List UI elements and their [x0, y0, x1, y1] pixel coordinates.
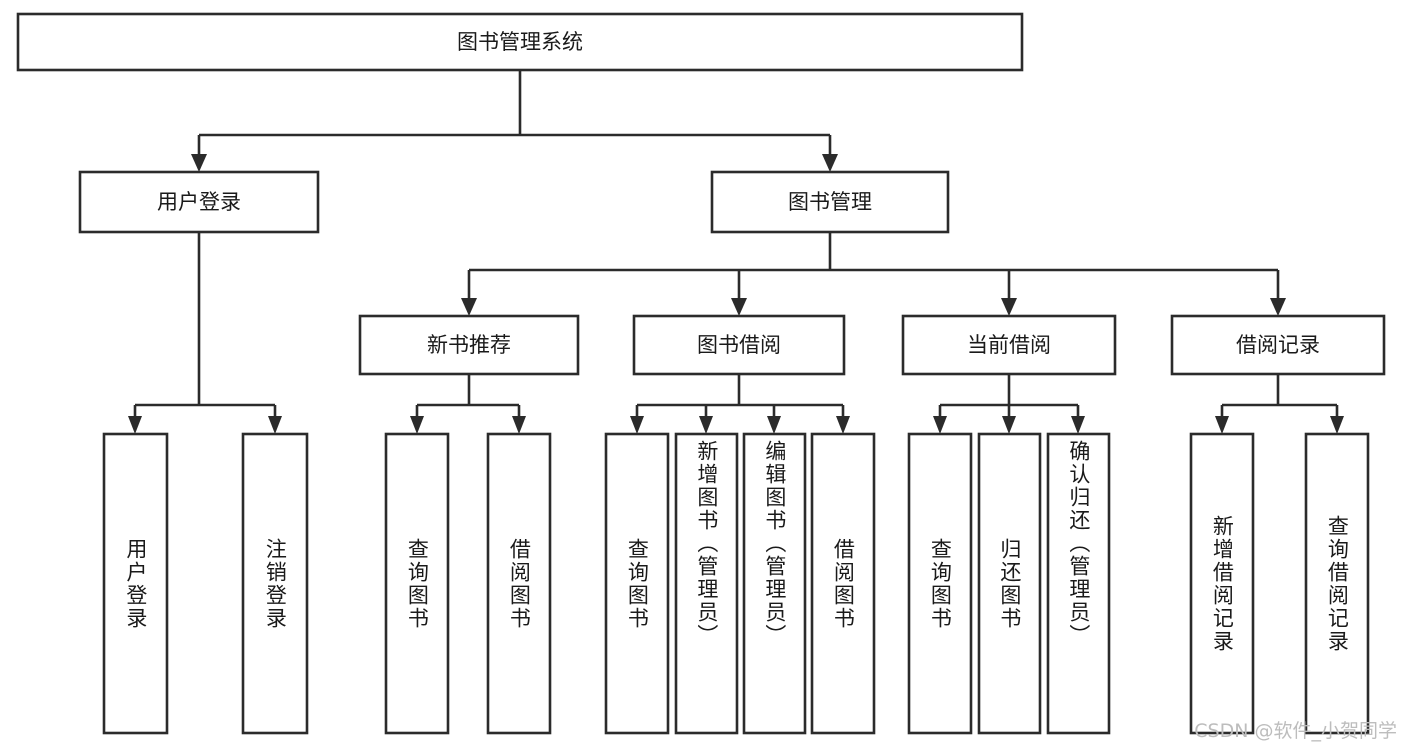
connector-group-book-manage — [461, 232, 1286, 316]
arrow-head-leaf-bb-3 — [767, 416, 781, 434]
connector-group-current-borrow — [933, 374, 1085, 434]
arrow-head-leaf-br-1 — [1215, 416, 1229, 434]
node-box-current-borrow[interactable] — [901, 314, 1117, 376]
node-box-leaf-user-login-2[interactable] — [241, 432, 309, 735]
arrow-head-leaf-cb-3 — [1071, 416, 1085, 434]
node-box-leaf-cb-1[interactable] — [907, 432, 973, 735]
arrow-head-leaf-user-login-1 — [128, 416, 142, 434]
node-label-root: 图书管理系统 — [457, 30, 583, 54]
node-box-leaf-bb-1[interactable] — [604, 432, 670, 735]
node-label-new-book-recommend: 新书推荐 — [427, 333, 511, 357]
arrow-head-current-borrow — [1001, 298, 1017, 316]
connector-group-new-book-recommend — [410, 374, 526, 434]
arrow-head-new-book-recommend — [461, 298, 477, 316]
node-box-leaf-bb-3[interactable] — [742, 432, 807, 735]
node-box-new-book-recommend[interactable] — [358, 314, 580, 376]
node-box-user-login[interactable] — [78, 170, 320, 234]
arrow-head-leaf-nbr-2 — [512, 416, 526, 434]
arrow-head-leaf-nbr-1 — [410, 416, 424, 434]
arrow-head-borrow-record — [1270, 298, 1286, 316]
node-label-borrow-record: 借阅记录 — [1236, 333, 1320, 357]
node-label-book-borrow: 图书借阅 — [697, 333, 781, 357]
node-box-root[interactable] — [16, 12, 1024, 72]
arrow-head-leaf-user-login-2 — [268, 416, 282, 434]
connector-group-root — [191, 70, 838, 172]
arrow-head-leaf-cb-1 — [933, 416, 947, 434]
node-box-leaf-bb-2[interactable] — [674, 432, 739, 735]
node-box-leaf-br-2[interactable] — [1304, 432, 1370, 735]
arrow-head-book-manage — [822, 154, 838, 172]
arrow-head-user-login — [191, 154, 207, 172]
arrow-head-book-borrow — [731, 298, 747, 316]
node-box-leaf-nbr-1[interactable] — [384, 432, 450, 735]
node-label-book-manage: 图书管理 — [788, 190, 872, 214]
node-box-book-manage[interactable] — [710, 170, 950, 234]
arrow-head-leaf-bb-4 — [836, 416, 850, 434]
node-box-leaf-cb-3[interactable] — [1046, 432, 1111, 735]
node-box-book-borrow[interactable] — [632, 314, 846, 376]
watermark-text: CSDN @软件_小贺同学 — [1194, 720, 1397, 742]
node-label-current-borrow: 当前借阅 — [967, 333, 1051, 357]
arrow-head-leaf-bb-1 — [630, 416, 644, 434]
arrow-head-leaf-bb-2 — [699, 416, 713, 434]
node-box-leaf-nbr-2[interactable] — [486, 432, 552, 735]
connector-group-borrow-record — [1215, 374, 1344, 434]
node-box-leaf-br-1[interactable] — [1189, 432, 1255, 735]
arrow-head-leaf-cb-2 — [1002, 416, 1016, 434]
node-box-leaf-cb-2[interactable] — [977, 432, 1042, 735]
connector-group-user-login — [128, 232, 282, 434]
node-label-user-login: 用户登录 — [157, 190, 241, 214]
node-box-borrow-record[interactable] — [1170, 314, 1386, 376]
node-box-leaf-bb-4[interactable] — [810, 432, 876, 735]
arrow-head-leaf-br-2 — [1330, 416, 1344, 434]
node-box-leaf-user-login-1[interactable] — [102, 432, 169, 735]
connector-group-book-borrow — [630, 374, 850, 434]
